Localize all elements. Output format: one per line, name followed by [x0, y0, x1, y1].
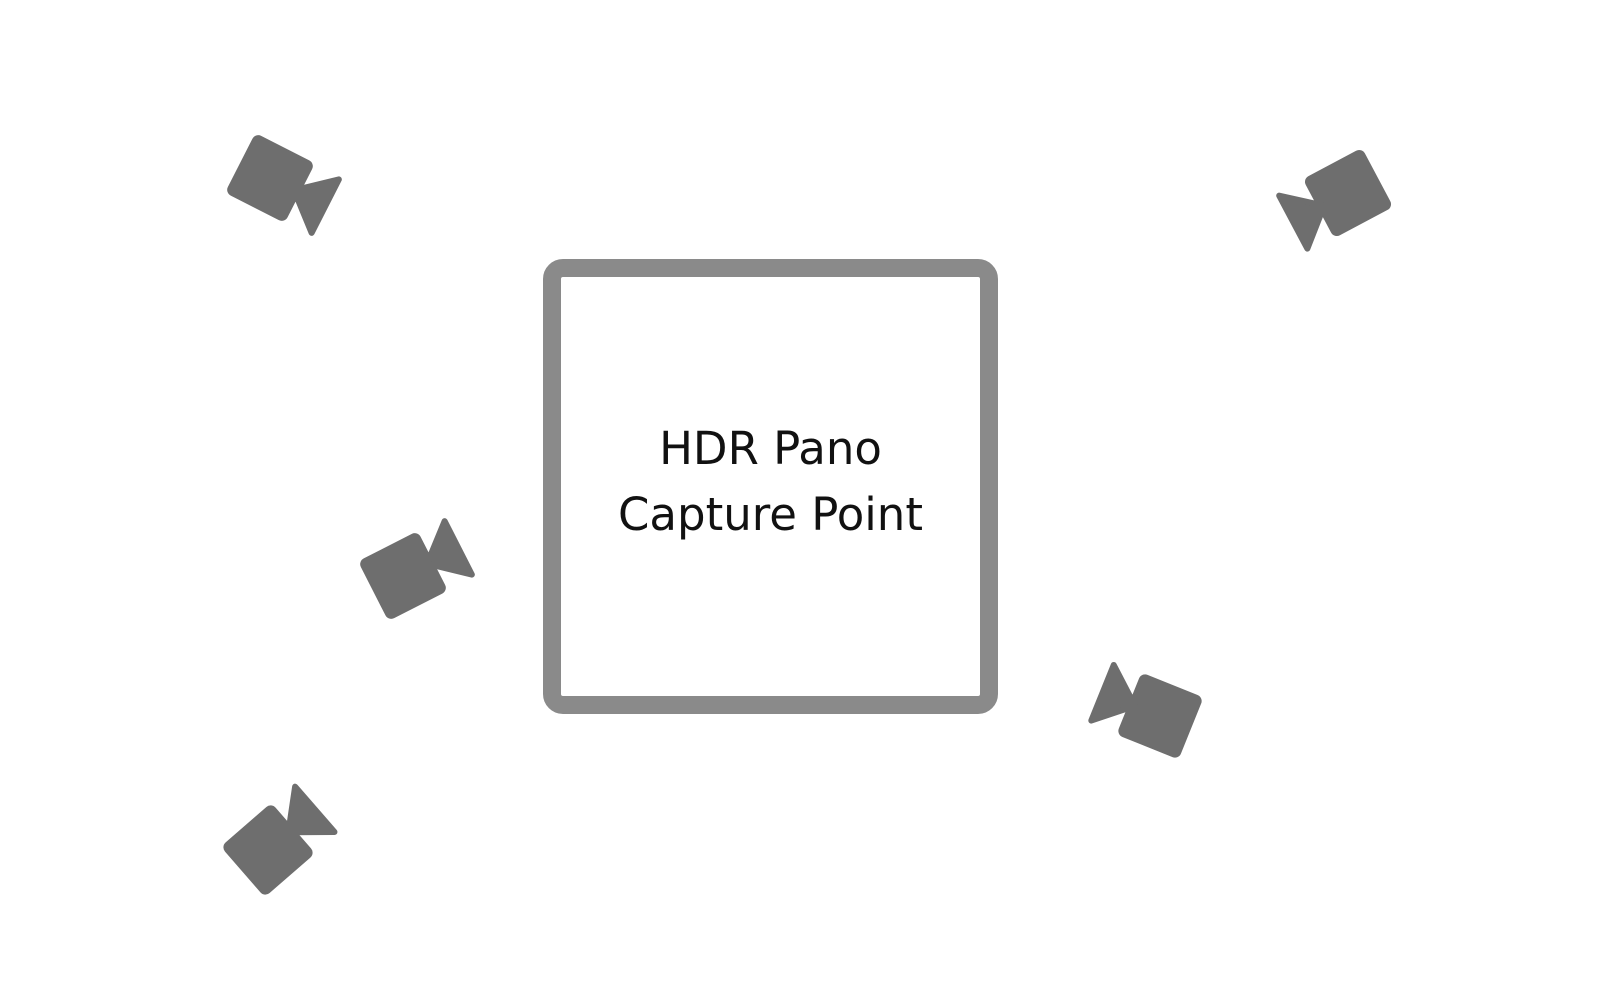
camera-middle-right-icon: [1090, 662, 1203, 759]
capture-point-box: HDR Pano Capture Point: [543, 259, 998, 714]
capture-point-label-line1: HDR Pano: [659, 421, 882, 475]
camera-middle-left-icon: [359, 518, 474, 620]
camera-bottom-left-icon: [221, 784, 336, 896]
camera-top-right-icon: [1278, 148, 1393, 251]
capture-point-label-line2: Capture Point: [618, 487, 923, 541]
capture-point-label: HDR Pano Capture Point: [618, 416, 923, 548]
camera-top-left-icon: [226, 134, 341, 236]
